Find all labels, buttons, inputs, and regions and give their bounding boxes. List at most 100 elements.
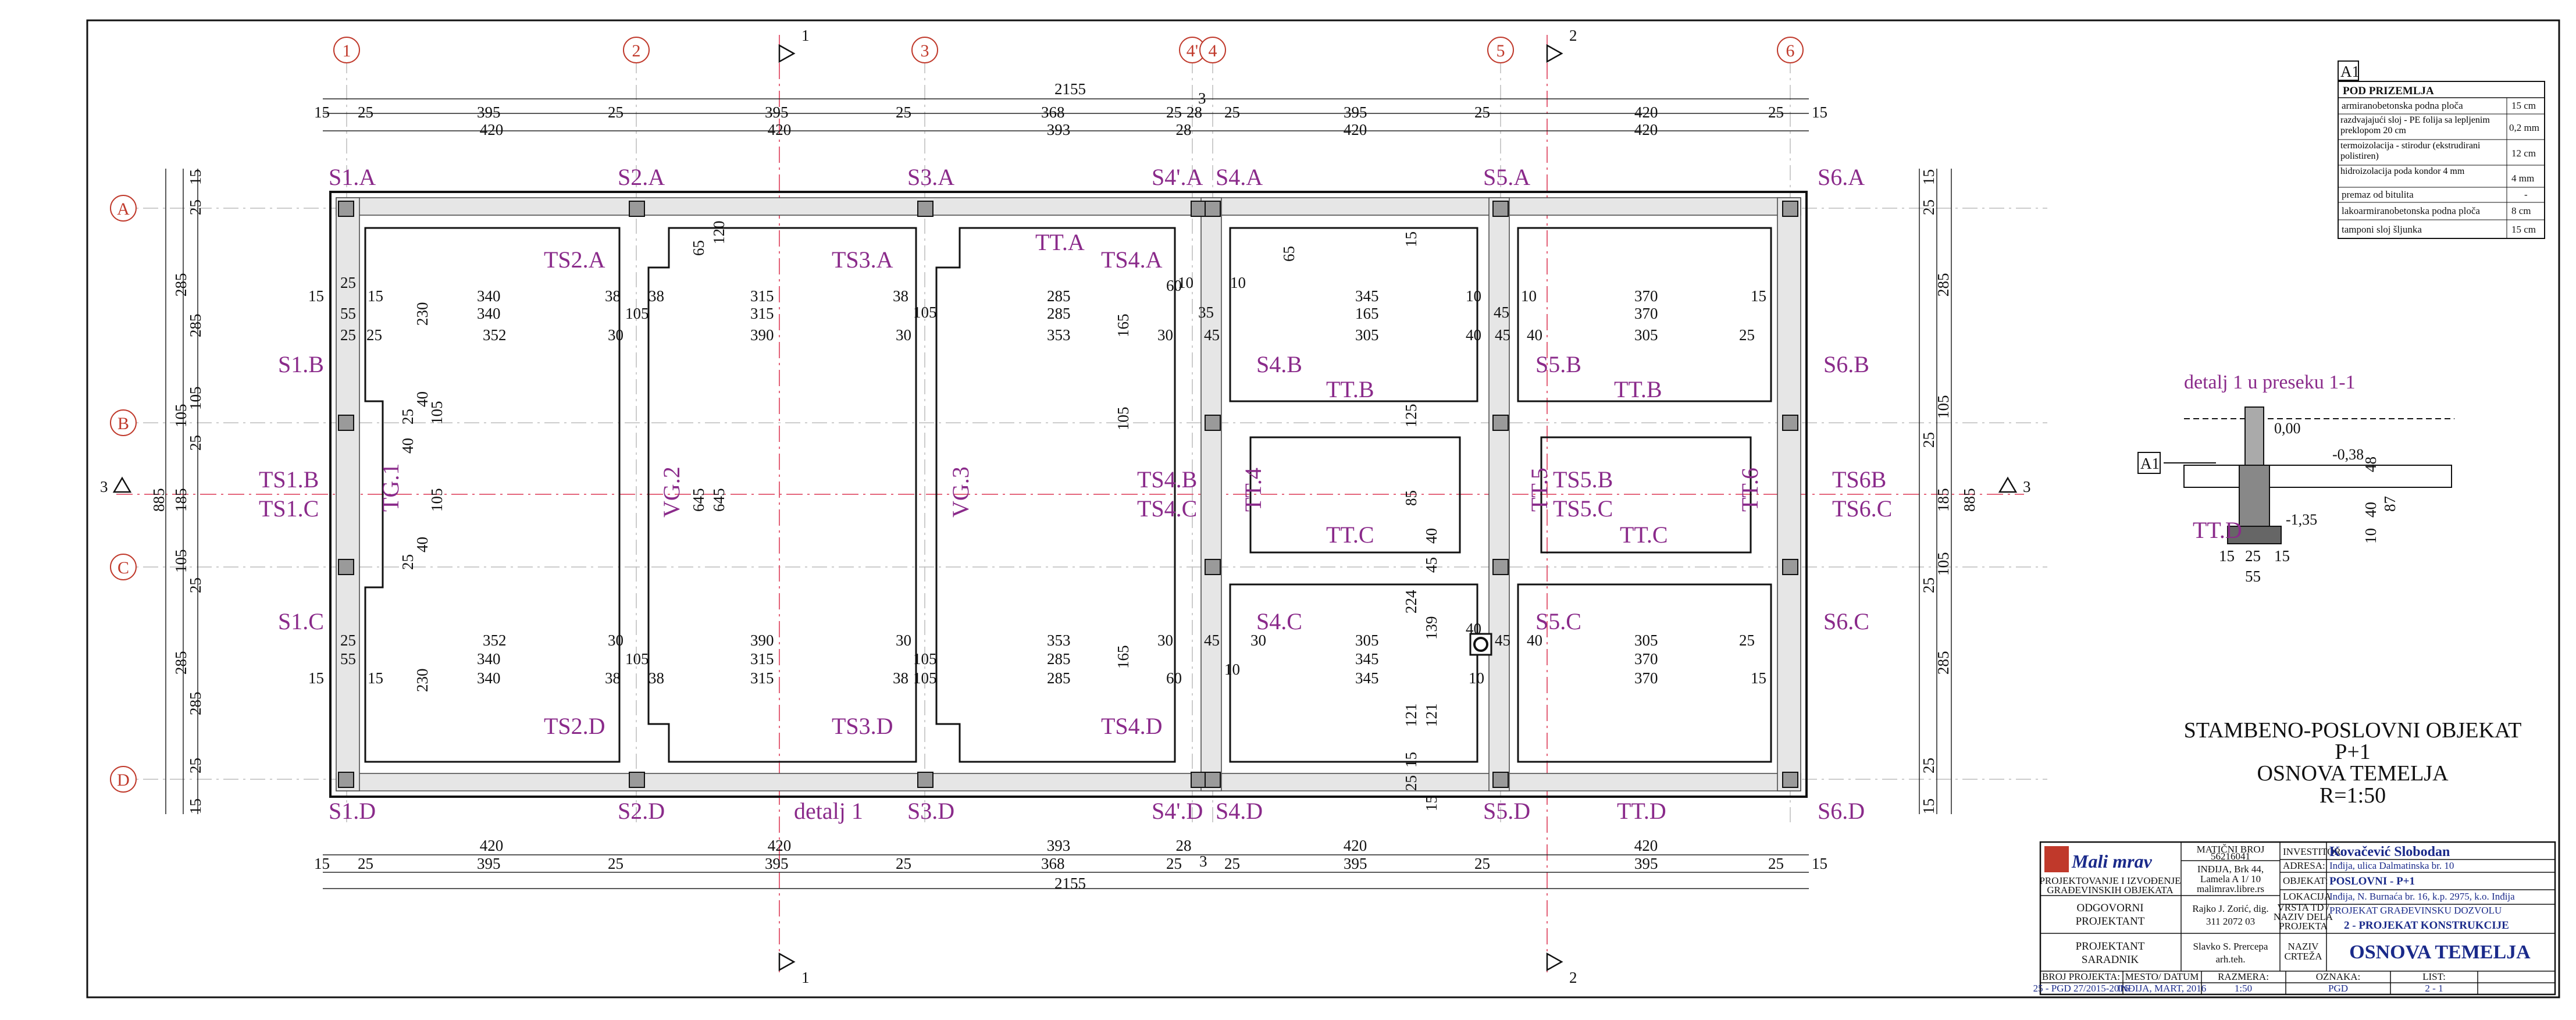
dim-i6-1: 15 [368, 669, 383, 687]
company-address-2: Lamela A 1/ 10 [2200, 873, 2261, 885]
label-ts5c: TS5.C [1553, 495, 1613, 522]
dim-i1-19: 15 [1751, 287, 1766, 305]
dim-b2-5: 25 [896, 855, 911, 872]
dim-i2-0: 55 [340, 305, 356, 322]
dim-l-14: 885 [150, 488, 168, 512]
dim-v-0: 230 [414, 302, 431, 326]
label-ts1c: TS1.C [259, 495, 319, 522]
label-ttc1: TT.C [1326, 522, 1374, 548]
label-s1c: S1.C [278, 608, 324, 634]
dim-b1-0: 420 [480, 837, 504, 854]
scale-value: 1:50 [2235, 983, 2252, 994]
label-s1d: S1.D [329, 798, 376, 824]
dim-t2-0: 420 [480, 121, 504, 138]
label-s1b: S1.B [278, 351, 324, 377]
dimension-lines [165, 98, 1952, 889]
legend-row-2-wrap: termoizolacija - stirodur (ekstrudirani … [2340, 141, 2480, 161]
axis-c: C [117, 558, 129, 577]
legend-row-1-value: 0,2 mm [2509, 122, 2539, 133]
dim-i4-14: 25 [1739, 632, 1755, 649]
dim-v-2: 40 [414, 391, 431, 407]
dim-i3-0: 25 [340, 326, 356, 344]
dim-i1-5: 38 [649, 287, 664, 305]
dim-r-0: 15 [1920, 169, 1937, 185]
dim-i3-6: 353 [1047, 326, 1071, 344]
dim-i3-15: 25 [1739, 326, 1755, 344]
dim-r-9: 25 [1920, 758, 1937, 773]
dim-b2-10: 25 [1474, 855, 1490, 872]
dim-b2-12: 25 [1768, 855, 1784, 872]
dim-v-7: 40 [399, 438, 416, 454]
dim-i4-7: 45 [1204, 632, 1220, 649]
legend-row-3-text: hidroizolacija poda kondor 4 mm [2340, 166, 2465, 176]
sheet-value: 2 - 1 [2425, 983, 2443, 994]
label-s4a: S4.A [1216, 164, 1263, 190]
section-3-right: 3 [2023, 478, 2031, 495]
label-ttc2: TT.C [1620, 522, 1668, 548]
label-ttb1: TT.B [1326, 376, 1374, 402]
dim-l-2: 285 [172, 273, 190, 297]
label-ts1b: TS1.B [259, 466, 319, 493]
object-value: POSLOVNI - P+1 [2329, 875, 2415, 887]
dim-i2-8: 165 [1355, 305, 1379, 322]
label-s2d: S2.D [618, 798, 665, 824]
dim-i4-1: 352 [483, 632, 507, 649]
dim-i1-6: 315 [750, 287, 774, 305]
dim-i3-14: 305 [1634, 326, 1658, 344]
dim-i2-2: 105 [625, 305, 649, 322]
section-1-bottom: 1 [801, 969, 810, 986]
detail-label: TT.D [2193, 517, 2242, 543]
detail-dim-1: 40 [2362, 502, 2379, 518]
dim-l-5: 25 [187, 435, 204, 451]
dim-t1-0: 15 [314, 104, 330, 121]
dim-i1-17: 10 [1521, 287, 1537, 305]
dim-t1-13: 420 [1634, 104, 1658, 121]
dim-v-4: 40 [414, 537, 431, 552]
dim-v-19: 85 [1402, 490, 1420, 506]
dim-t1-5: 25 [896, 104, 911, 121]
section-1-top: 1 [801, 27, 810, 44]
label-ts4c: TS4.C [1137, 495, 1197, 522]
dim-v-8: 25 [399, 554, 416, 570]
dim-v-17: 15 [1402, 231, 1420, 247]
dim-v-16: 65 [1280, 246, 1298, 262]
dim-v-14: 105 [1114, 407, 1132, 431]
dim-r-10: 15 [1920, 798, 1937, 814]
label-ts2a: TS2.A [544, 247, 605, 273]
detail-dim-4: 15 [2219, 547, 2235, 565]
dim-i6-7: 105 [913, 669, 937, 687]
dim-i6-10: 10 [1224, 661, 1240, 678]
dim-b2-6: 368 [1041, 855, 1065, 872]
dim-i6-8: 285 [1047, 669, 1071, 687]
place-date-label: MESTO/ DATUM [2125, 971, 2199, 982]
drawing-frame [86, 19, 2560, 998]
project-number-label: BROJ PROJEKTA: [2042, 971, 2120, 982]
dim-t1-17: 15 [1812, 104, 1827, 121]
label-s1a: S1.A [329, 164, 376, 190]
dim-top-total: 2155 [1054, 80, 1086, 98]
dim-i5-0: 55 [340, 650, 356, 668]
sheet-label: LIST: [2422, 971, 2446, 982]
dim-r-7: 25 [1920, 577, 1937, 593]
dim-i1-13: 10 [1230, 274, 1246, 291]
dim-i5-1: 340 [477, 650, 501, 668]
dim-l-7: 185 [172, 488, 190, 512]
responsible-license: 311 2072 03 [2206, 916, 2255, 927]
legend-row-1-wrap: razdvajajući sloj - PE folija sa lepljen… [2340, 115, 2490, 135]
dim-i1-3: 340 [477, 287, 501, 305]
investor-name: Kovačević Slobodan [2329, 844, 2450, 859]
dim-i5-9: 345 [1355, 650, 1379, 668]
dim-i5-4: 105 [913, 650, 937, 668]
label-s4pa: S4'.A [1152, 164, 1203, 190]
element-labels: S1.A S2.A S3.A S4'.A S4.A S5.A S6.A S1.B… [259, 164, 1892, 824]
associate-role: arh.teh. [2216, 954, 2246, 965]
right-dimensions: 15 25 285 105 25 185 105 25 285 25 15 88… [1920, 169, 1978, 814]
dim-i6-5: 315 [750, 669, 774, 687]
doc-type-2: 2 - PROJEKAT KONSTRUKCIJE [2344, 919, 2509, 932]
dim-i6-16: 370 [1634, 669, 1658, 687]
detail-dim-5: 25 [2245, 547, 2261, 565]
dim-b1-1: 420 [768, 837, 792, 854]
dim-i6-6: 38 [893, 669, 908, 687]
dim-b2-8: 25 [1224, 855, 1240, 872]
